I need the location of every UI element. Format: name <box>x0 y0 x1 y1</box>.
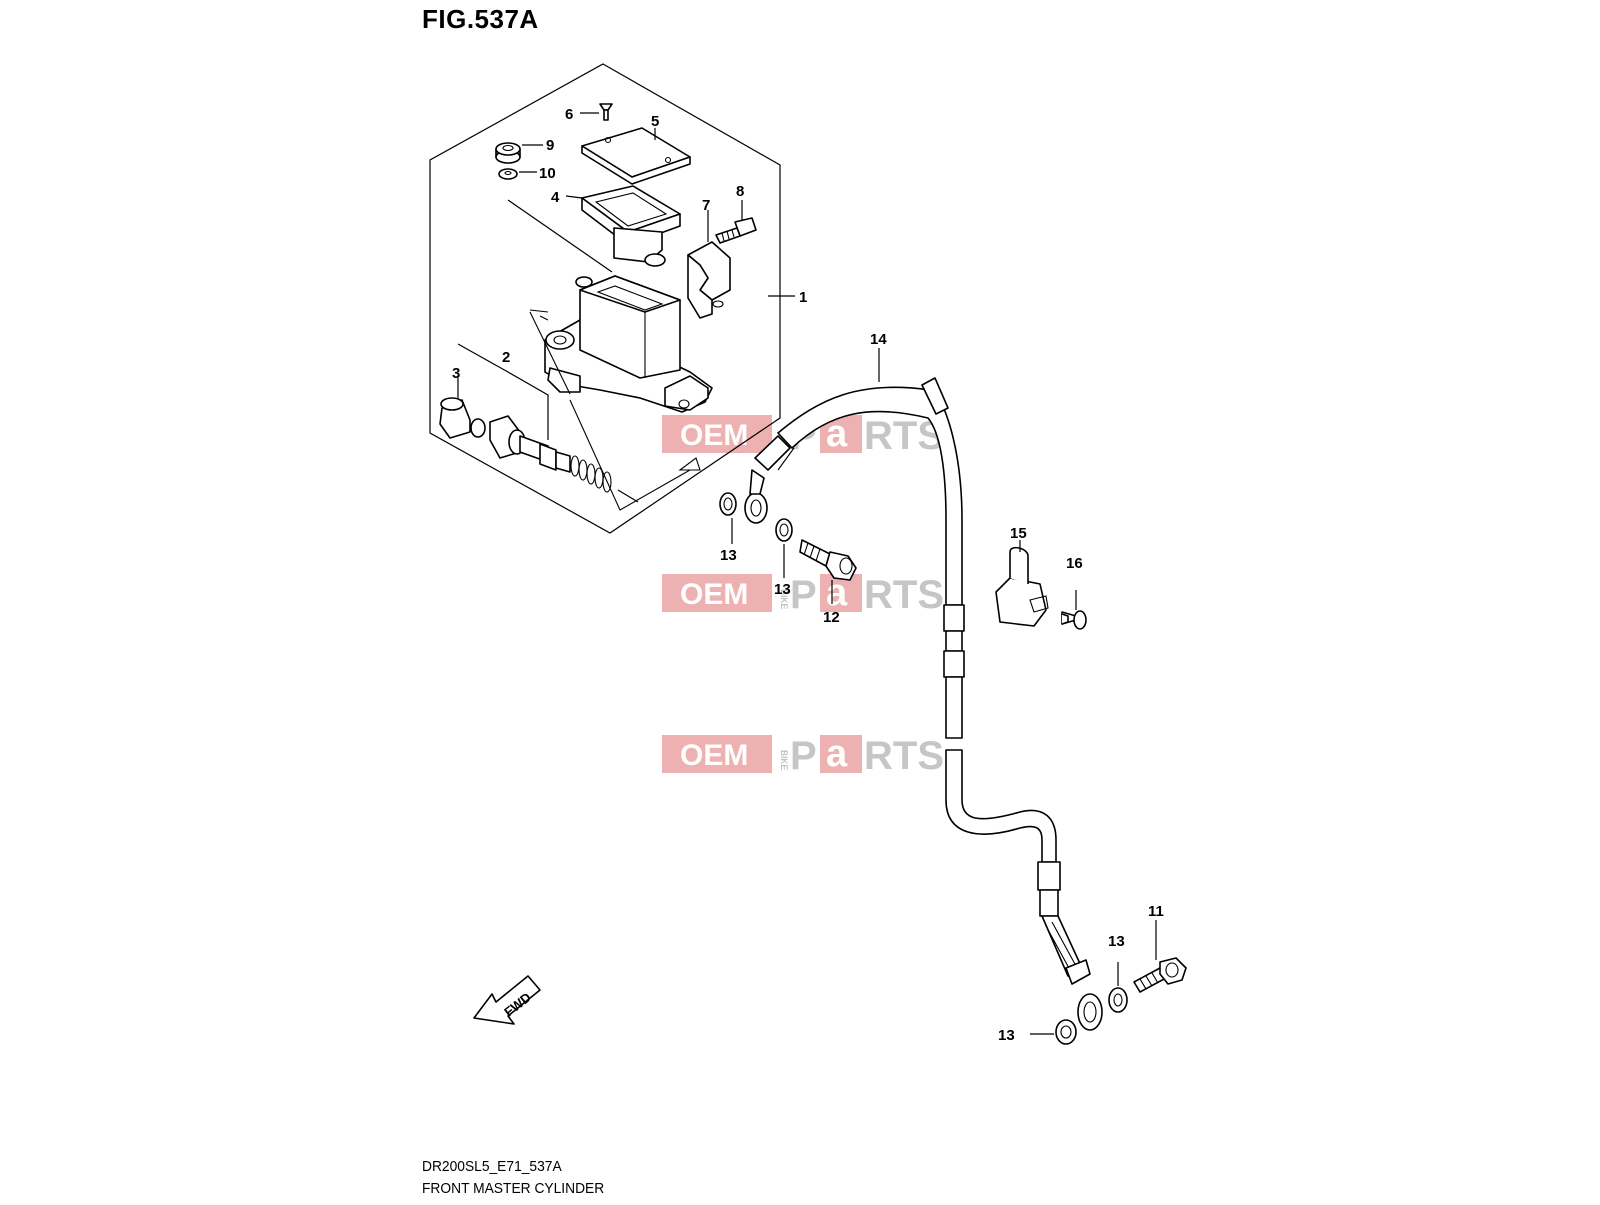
boot-3 <box>439 378 486 439</box>
callout-15: 15 <box>1010 525 1027 542</box>
callout-14: 14 <box>870 331 887 348</box>
holder-clamp-7 <box>687 210 731 319</box>
callout-1: 1 <box>799 289 807 306</box>
forward-direction-arrow: FWD <box>473 975 541 1025</box>
bolt-8 <box>715 200 757 244</box>
callout-16: 16 <box>1066 555 1083 572</box>
watermark-a-text: a <box>826 413 848 455</box>
watermark-p-text: P <box>790 734 817 778</box>
callout-13-center: 13 <box>774 581 791 598</box>
callout-13-right: 13 <box>1108 933 1125 950</box>
watermark-a-box <box>820 735 862 773</box>
watermark-oem-box <box>662 735 772 773</box>
model-code: DR200SL5_E71_537A <box>422 1158 562 1175</box>
screw-6 <box>580 103 613 121</box>
callout-13-bottom: 13 <box>998 1027 1015 1044</box>
reservoir-cap-5 <box>581 127 691 185</box>
watermark-oem-box <box>662 415 772 453</box>
callout-10: 10 <box>539 165 556 182</box>
assembly-guides <box>529 311 691 511</box>
watermark-rts-text: RTS <box>864 573 944 617</box>
callout-12: 12 <box>823 609 840 626</box>
hose-clamp-15 <box>995 540 1049 627</box>
piston-set-2 <box>457 343 639 503</box>
watermark-a-text: a <box>826 733 848 775</box>
diaphragm-4 <box>565 185 681 263</box>
spring-coils <box>570 455 612 493</box>
washer-13d <box>1030 1019 1077 1045</box>
callout-2: 2 <box>502 349 510 366</box>
watermark-p-text: P <box>790 573 817 617</box>
watermark-3: OEM BIKE P a RTS <box>662 733 944 778</box>
plate-10 <box>498 168 537 180</box>
callout-11: 11 <box>1148 903 1164 920</box>
callout-4: 4 <box>551 189 560 206</box>
watermark-oem-text: OEM <box>680 578 748 611</box>
rubber-cap-9 <box>495 142 543 164</box>
union-bolt-11 <box>1133 920 1187 993</box>
leader-cap-to-body <box>507 199 613 273</box>
assembly-guide-arrow <box>678 457 701 471</box>
washer-13b <box>775 518 793 578</box>
screw-16 <box>1061 590 1087 630</box>
callout-6: 6 <box>565 106 573 123</box>
callout-9: 9 <box>546 137 554 154</box>
figure-title: FIG.537A <box>422 4 539 34</box>
watermark-oem-text: OEM <box>680 739 748 772</box>
watermark-bike-text: BIKE <box>779 750 789 771</box>
callout-7: 7 <box>702 197 710 214</box>
assembly-frame <box>429 63 781 534</box>
watermark-2: OEM BIKE P a RTS <box>662 572 944 617</box>
callout-3: 3 <box>452 365 460 382</box>
callout-8: 8 <box>736 183 744 200</box>
watermark-a-box <box>820 574 862 612</box>
figure-name: FRONT MASTER CYLINDER <box>422 1180 605 1197</box>
master-cylinder-body <box>529 253 713 413</box>
union-bolt-12 <box>799 539 857 604</box>
watermark-rts-text: RTS <box>864 734 944 778</box>
washer-13c <box>1108 962 1128 1013</box>
washer-13a <box>719 492 737 544</box>
watermark-oem-box <box>662 574 772 612</box>
watermark-1: OEM BIKE P a RTS <box>662 413 944 458</box>
callout-5: 5 <box>651 113 659 130</box>
watermark-bike-text: BIKE <box>779 589 789 610</box>
callout-13-left: 13 <box>720 547 737 564</box>
brake-hose-14 <box>744 348 1103 1031</box>
